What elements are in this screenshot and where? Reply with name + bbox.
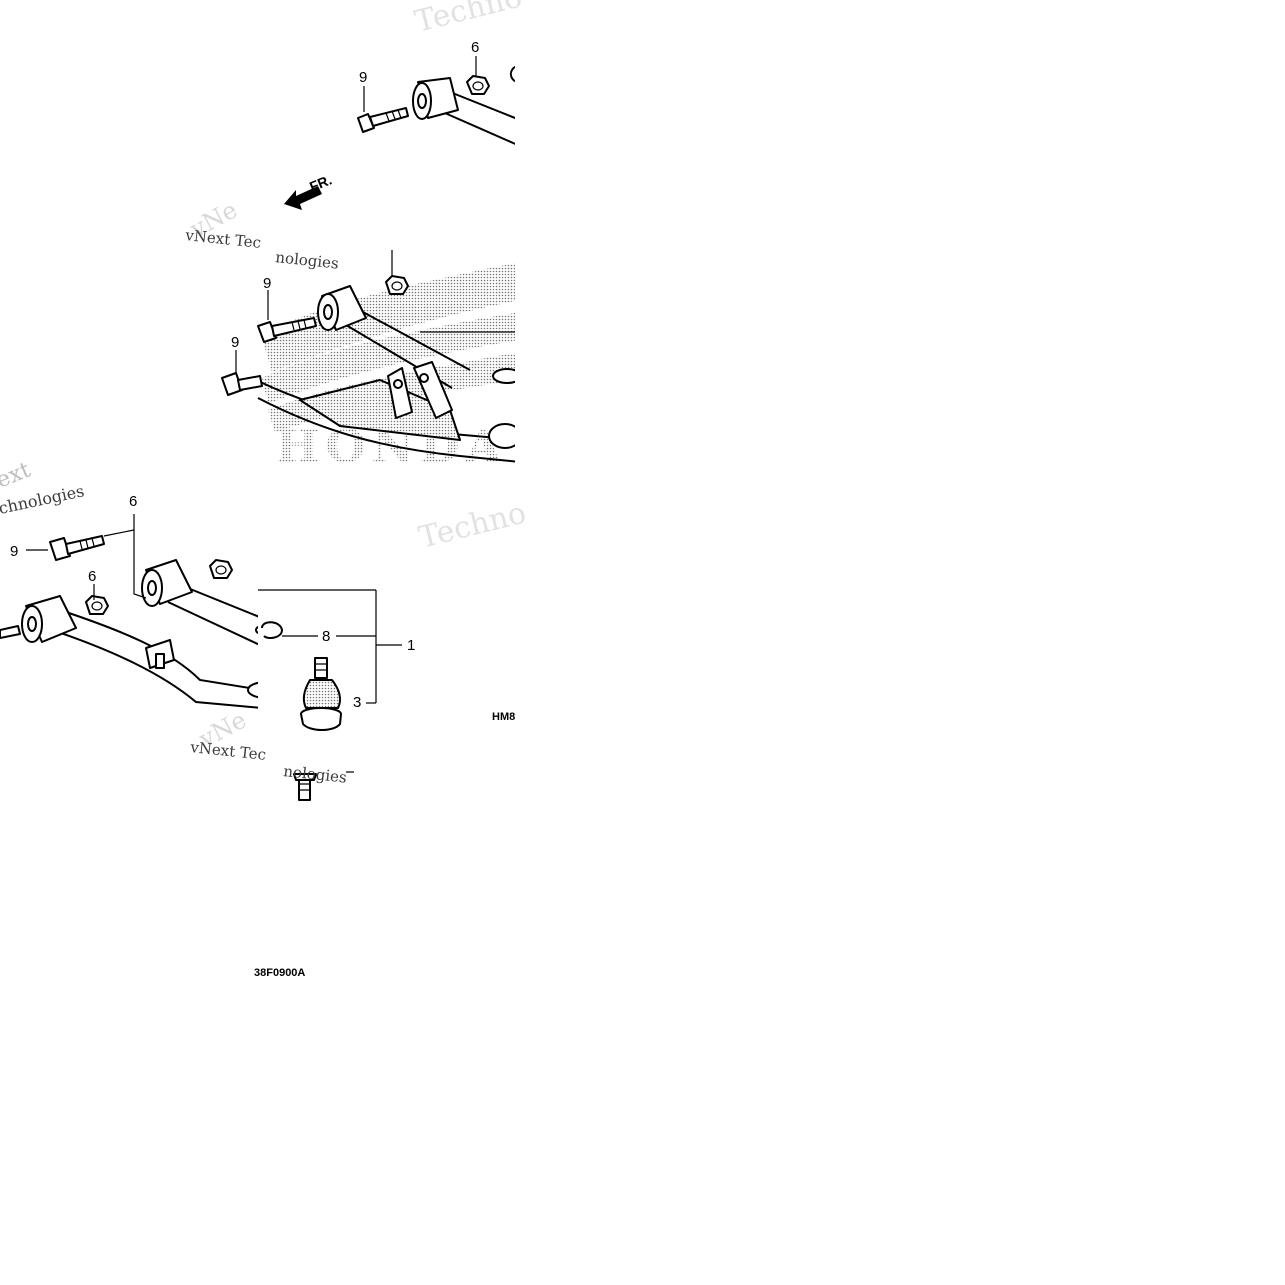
nut-low-b bbox=[85, 595, 109, 615]
callout-1: 1 bbox=[407, 637, 415, 654]
bolt-mid-b bbox=[221, 372, 263, 396]
callout-6-top: 6 bbox=[471, 39, 479, 56]
callout-3: 3 bbox=[353, 694, 361, 711]
bushing-top bbox=[412, 77, 459, 120]
callout-9-mid-b: 9 bbox=[231, 334, 239, 351]
bolt-low bbox=[49, 535, 105, 561]
nut-low-a bbox=[209, 559, 233, 579]
callout-bracket bbox=[258, 589, 402, 704]
nut-top bbox=[466, 75, 490, 95]
ball-joint bbox=[293, 657, 354, 801]
callout-6-left: 6 bbox=[129, 493, 137, 510]
watermark-techno-top: Techno bbox=[411, 0, 525, 40]
nut-mid bbox=[385, 275, 409, 295]
lower-arm-assembly: HONDA bbox=[221, 250, 515, 470]
watermark-ext-left: ext bbox=[0, 457, 34, 493]
bolt-top bbox=[357, 107, 409, 133]
diagram-code-side: HM8 bbox=[492, 711, 515, 723]
callout-9-mid-a: 9 bbox=[263, 275, 271, 292]
bolt-mid-a bbox=[257, 317, 317, 343]
upper-arm-fragment bbox=[357, 56, 515, 145]
watermark-vnext-low: vNext Tec bbox=[189, 738, 267, 764]
callout-9-top: 9 bbox=[359, 69, 367, 86]
diagram-code-main: 38F0900A bbox=[254, 967, 305, 979]
lower-control-arm bbox=[0, 514, 258, 709]
watermark-nologies-mid: nologies bbox=[275, 248, 340, 273]
watermark-nologies-low: nologies bbox=[283, 762, 348, 787]
callout-6-low: 6 bbox=[88, 568, 96, 585]
watermark-vnext-mid: vNext Tec bbox=[184, 226, 262, 252]
front-direction-arrow: FR. bbox=[284, 171, 334, 210]
bushing-low-a bbox=[141, 559, 193, 607]
callout-8: 8 bbox=[322, 628, 330, 645]
bushing-mid bbox=[317, 285, 367, 331]
snap-ring bbox=[261, 621, 283, 639]
front-arrow-label: FR. bbox=[307, 171, 334, 194]
bushing-low-b bbox=[21, 595, 77, 643]
watermark-techno-right: Techno bbox=[415, 495, 529, 555]
callout-9-left: 9 bbox=[10, 543, 18, 560]
